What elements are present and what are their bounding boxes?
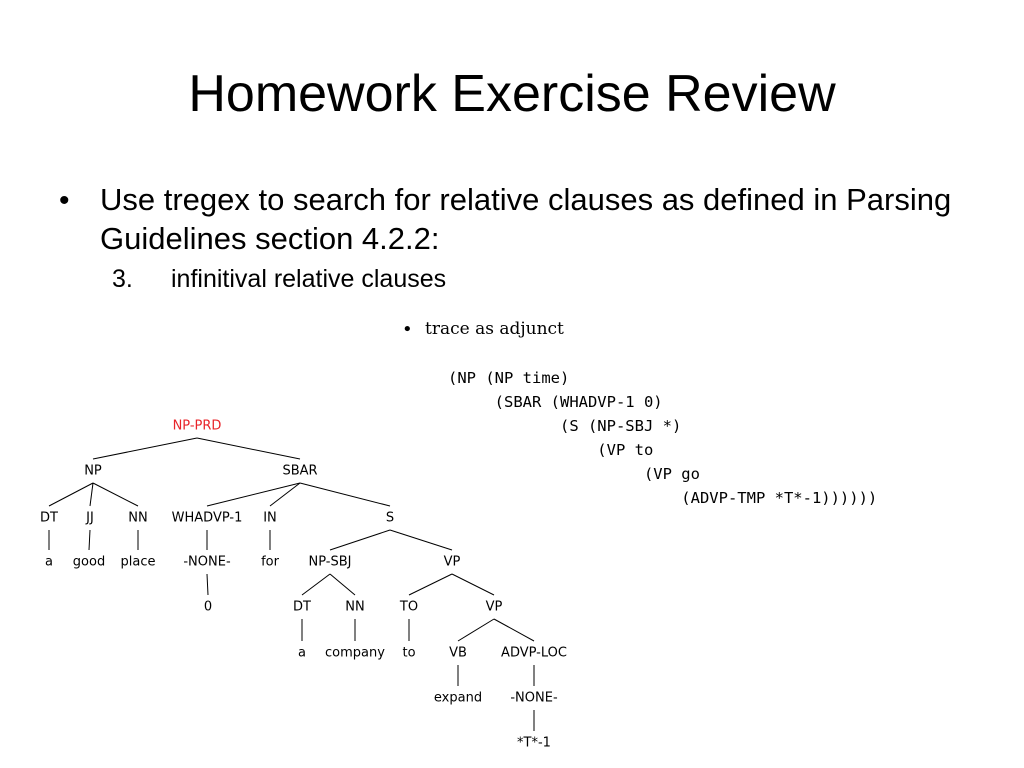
tree-edge-np-prd-sbar bbox=[196, 437, 301, 460]
tree-node-none2: -NONE- bbox=[510, 691, 558, 706]
tree-node-w-a2: a bbox=[298, 646, 306, 661]
tree-node-w-good: good bbox=[73, 555, 105, 570]
tree-edge-vp1-to bbox=[408, 573, 453, 596]
trace-bracketed-parse: (NP (NP time) (SBAR (WHADVP-1 0) (S (NP-… bbox=[448, 366, 877, 510]
tree-node-nn2: NN bbox=[345, 600, 364, 615]
tree-node-w-company: company bbox=[325, 646, 385, 661]
tree-node-w-for: for bbox=[261, 555, 280, 570]
trace-line: (S (NP-SBJ *) bbox=[448, 417, 682, 435]
tree-node-to: TO bbox=[399, 600, 418, 615]
tree-node-w-a1: a bbox=[45, 555, 53, 570]
tree-edge-s-np-sbj bbox=[329, 529, 391, 551]
tree-node-dt1: DT bbox=[40, 511, 58, 526]
sub-item-text: infinitival relative clauses bbox=[171, 265, 447, 293]
tree-node-vp1: VP bbox=[444, 555, 461, 570]
tree-node-vb: VB bbox=[449, 646, 467, 661]
trace-label: trace as adjunct bbox=[425, 319, 564, 339]
tree-edge-vp2-advp-loc bbox=[493, 618, 535, 642]
tree-node-sbar: SBAR bbox=[282, 464, 317, 479]
tree-node-w-expand: expand bbox=[434, 691, 482, 706]
tree-edge-none1-w-0 bbox=[206, 573, 209, 596]
tree-edge-sbar-whadvp bbox=[206, 482, 301, 507]
tree-edge-np-prd-np bbox=[92, 437, 198, 460]
trace-line: (VP go bbox=[448, 465, 700, 483]
tree-node-np: NP bbox=[84, 464, 102, 479]
trace-line: (SBAR (WHADVP-1 0) bbox=[448, 393, 663, 411]
tree-edge-s-vp1 bbox=[389, 529, 453, 551]
trace-line: (NP (NP time) bbox=[448, 369, 570, 387]
tree-node-w-place: place bbox=[121, 555, 156, 570]
trace-line: (ADVP-TMP *T*-1)))))) bbox=[448, 489, 878, 507]
tree-node-np-prd: NP-PRD bbox=[173, 419, 222, 434]
tree-node-jj: JJ bbox=[85, 511, 94, 526]
tree-edge-np-jj bbox=[89, 482, 94, 507]
tree-node-w-0: 0 bbox=[204, 600, 212, 615]
tree-edge-sbar-s bbox=[299, 482, 391, 507]
tree-node-whadvp: WHADVP-1 bbox=[172, 511, 243, 526]
tree-node-w-to: to bbox=[402, 646, 415, 661]
tree-edge-sbar-in bbox=[269, 482, 301, 507]
tree-node-nn1: NN bbox=[128, 511, 147, 526]
parse-tree-diagram: NP-PRD NP SBAR DT JJ NN WHADVP-1 IN Sa good place -… bbox=[40, 419, 567, 751]
tree-node-w-t1: *T*-1 bbox=[517, 736, 551, 751]
bullet-marker: • bbox=[59, 184, 70, 217]
tree-edge-np-sbj-nn2 bbox=[329, 573, 356, 596]
bullet-text: Use tregex to search for relative clause… bbox=[100, 182, 952, 256]
tree-edge-vp2-vb bbox=[457, 618, 495, 642]
tree-node-advp-loc: ADVP-LOC bbox=[501, 646, 567, 661]
tree-edge-jj-w-good bbox=[88, 529, 91, 551]
tree-edge-np-sbj-dt2 bbox=[301, 573, 331, 596]
tree-node-np-sbj: NP-SBJ bbox=[309, 555, 352, 570]
sub-item-number: 3. bbox=[112, 265, 133, 293]
trace-bullet-marker: • bbox=[402, 319, 413, 340]
tree-node-s: S bbox=[386, 511, 394, 526]
tree-node-vp2: VP bbox=[486, 600, 503, 615]
tree-edge-vp1-vp2 bbox=[451, 573, 495, 596]
tree-node-dt2: DT bbox=[293, 600, 311, 615]
tree-node-in: IN bbox=[263, 511, 277, 526]
tree-node-none1: -NONE- bbox=[183, 555, 231, 570]
tree-edge-np-dt1 bbox=[48, 482, 94, 507]
trace-line: (VP to bbox=[448, 441, 654, 459]
slide-title: Homework Exercise Review bbox=[188, 65, 836, 123]
tree-edge-np-nn1 bbox=[92, 482, 139, 507]
